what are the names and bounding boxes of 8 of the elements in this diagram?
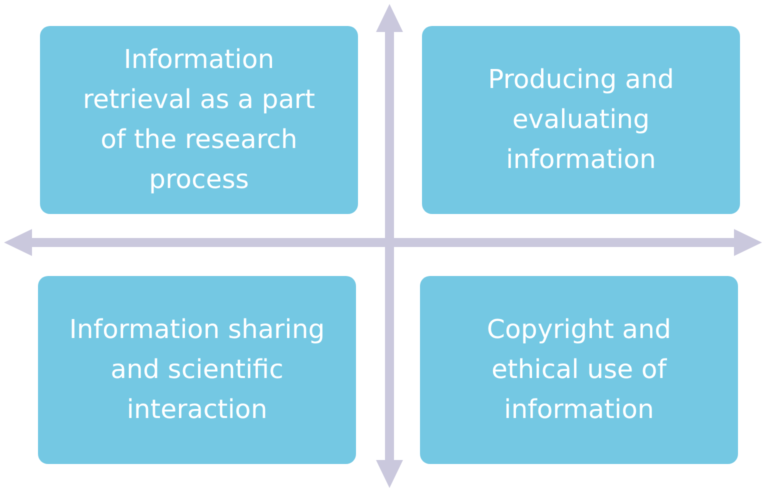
topic-text: Information retrieval as a part of the research process — [82, 44, 316, 197]
topic-box — [38, 276, 356, 464]
topic-text: Information sharing and scientific interaction — [68, 314, 326, 427]
topic-text: Producing and evaluating information — [487, 64, 675, 177]
topic-box — [422, 26, 740, 214]
topic-text: Copyright and ethical use of information — [486, 314, 672, 427]
topic-box — [40, 26, 358, 214]
topic-box — [420, 276, 738, 464]
